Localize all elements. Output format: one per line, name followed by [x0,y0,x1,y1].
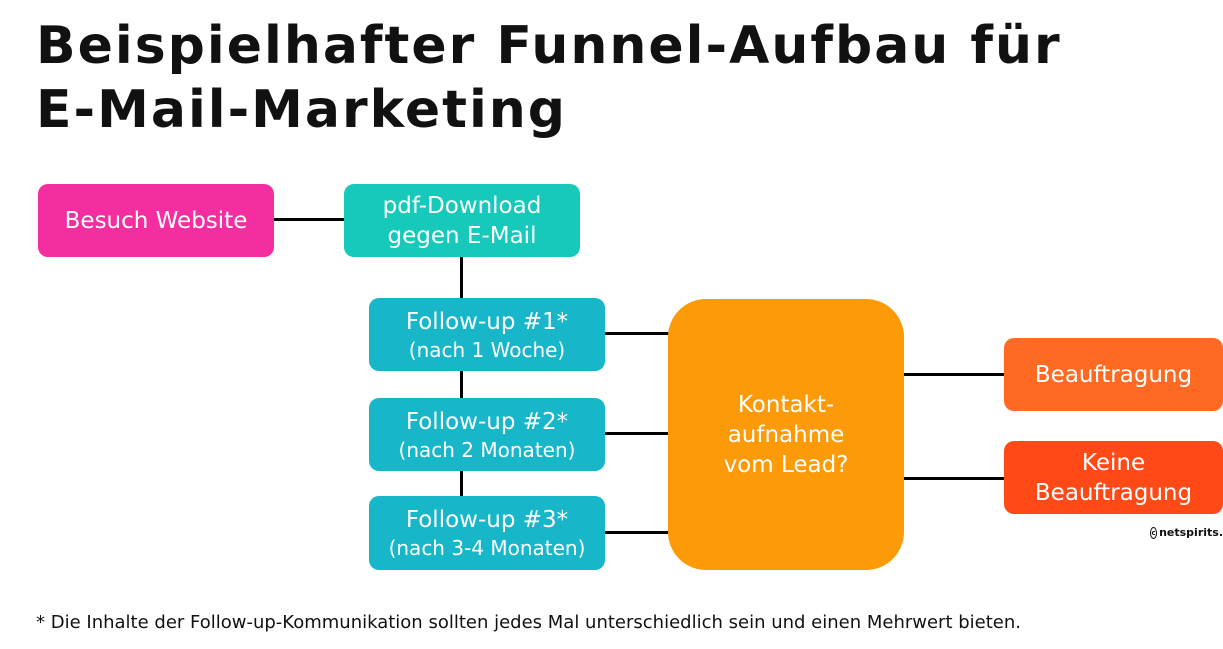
copyright-icon: c [1150,526,1158,539]
connector-contact-nohire [902,477,1005,480]
node-follow-up-3: Follow-up #3* (nach 3-4 Monaten) [369,496,605,570]
connector-download-followups [460,256,463,498]
node-pdf-download: pdf-Download gegen E-Mail [344,184,580,257]
node-label: Follow-up #2* [405,408,569,435]
connector-contact-hire [902,373,1005,376]
node-beauftragung: Beauftragung [1004,338,1223,411]
node-besuch-website: Besuch Website [38,184,274,257]
title-line-2: E-Mail-Marketing [36,80,568,140]
node-sublabel: (nach 3-4 Monaten) [388,536,586,560]
connector-followup2-contact [604,432,670,435]
copyright-text: netspirits. [1159,526,1223,539]
connector-followup3-contact [604,531,670,534]
node-label-line-3: vom Lead? [723,451,849,478]
node-label-line-2: gegen E-Mail [387,222,537,249]
node-label: Follow-up #1* [405,308,569,335]
node-label-line-1: Kontakt- [737,391,835,418]
node-follow-up-2: Follow-up #2* (nach 2 Monaten) [369,398,605,471]
node-label: Besuch Website [64,207,248,234]
node-label-line-1: Keine [1081,449,1146,476]
page-title: Beispielhafter Funnel-Aufbau für E-Mail-… [36,14,1216,142]
node-label: Beauftragung [1034,361,1193,388]
node-follow-up-1: Follow-up #1* (nach 1 Woche) [369,298,605,371]
title-line-1: Beispielhafter Funnel-Aufbau für [36,16,1062,76]
node-label-line-2: Beauftragung [1034,479,1193,506]
node-sublabel: (nach 2 Monaten) [398,437,576,462]
node-label-line-1: pdf-Download [382,192,542,219]
node-sublabel: (nach 1 Woche) [408,337,566,362]
connector-followup1-contact [604,332,670,335]
copyright-notice: c netspirits. [1150,526,1223,539]
node-kontaktaufnahme: Kontakt- aufnahme vom Lead? [668,299,904,570]
footnote: * Die Inhalte der Follow-up-Kommunikatio… [36,612,1021,633]
node-label: Follow-up #3* [405,507,569,533]
connector-visit-download [273,218,345,221]
node-keine-beauftragung: Keine Beauftragung [1004,441,1223,514]
node-label-line-2: aufnahme [727,421,845,448]
